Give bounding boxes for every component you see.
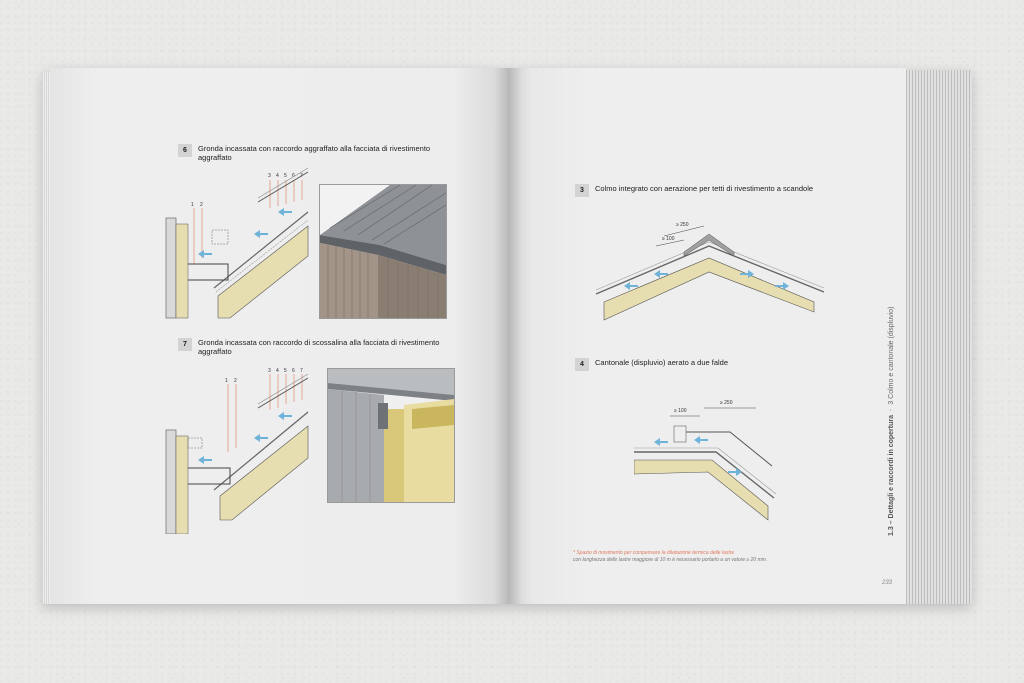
footnote-line-2: con lunghezza delle lastre maggiore di 1… <box>573 557 768 563</box>
callout-4: 4 <box>276 368 279 374</box>
figure-7-render <box>327 368 455 503</box>
open-book: 6 Gronda incassata con raccordo aggraffa… <box>42 68 976 610</box>
callout-1: 1 <box>191 202 194 208</box>
figure-6-number: 6 <box>178 144 192 157</box>
footnote: * Spazio di movimento per compensare la … <box>573 550 767 564</box>
figure-7-title: Gronda incassata con raccordo di scossal… <box>198 338 440 356</box>
chapter-label-light: 3 Colmo e cantonale (displuvio) <box>888 306 895 405</box>
dim-100: ≥ 100 <box>674 408 687 414</box>
callout-1: 1 <box>225 378 228 384</box>
figure-4-number: 4 <box>575 358 589 371</box>
dim-250: ≥ 250 <box>720 400 733 406</box>
figure-7-render-art <box>328 369 454 502</box>
callout-6: 6 <box>292 368 295 374</box>
left-page: 6 Gronda incassata con raccordo aggraffa… <box>50 68 508 604</box>
figure-4-title: Cantonale (displuvio) aerato a due falde <box>595 358 729 367</box>
right-page-edges <box>906 70 972 604</box>
figure-6-header: 6 Gronda incassata con raccordo aggraffa… <box>178 144 450 162</box>
chapter-label-bold: 1.3 – Dettagli e raccordi in copertura <box>888 415 895 536</box>
callout-4: 4 <box>276 173 279 179</box>
figure-6-render-art <box>320 185 446 318</box>
figure-4-header: 4 Cantonale (displuvio) aerato a due fal… <box>575 358 875 371</box>
figure-3-header: 3 Colmo integrato con aerazione per tett… <box>575 184 875 197</box>
footnote-line-1: * Spazio di movimento per compensare la … <box>573 550 735 556</box>
figure-7-drawing: 1 2 3 4 5 6 7 <box>165 368 309 534</box>
figure-6-drawing: 1 2 3 4 5 6 7 <box>165 168 309 319</box>
dim-250: ≥ 250 <box>676 222 689 228</box>
callout-2: 2 <box>200 202 203 208</box>
right-page: 3 Colmo integrato con aerazione per tett… <box>508 68 906 604</box>
callout-6: 6 <box>292 173 295 179</box>
callout-3: 3 <box>268 368 271 374</box>
figure-3-number: 3 <box>575 184 589 197</box>
callout-7: 7 <box>300 368 303 374</box>
figure-3-drawing: ≥ 250 ≥ 100 <box>595 222 825 321</box>
callout-2: 2 <box>234 378 237 384</box>
figure-6-render <box>319 184 447 319</box>
chapter-side-label: 1.3 – Dettagli e raccordi in copertura-3… <box>888 306 895 536</box>
figure-4-drawing: ≥ 250 ≥ 100 <box>634 400 777 521</box>
figure-7-header: 7 Gronda incassata con raccordo di scoss… <box>178 338 450 356</box>
figure-3-title: Colmo integrato con aerazione per tetti … <box>595 184 814 193</box>
left-page-edges <box>42 72 52 604</box>
callout-5: 5 <box>284 368 287 374</box>
figure-7-number: 7 <box>178 338 192 351</box>
dim-100: ≥ 100 <box>662 236 675 242</box>
callout-5: 5 <box>284 173 287 179</box>
figure-6-title: Gronda incassata con raccordo aggraffato… <box>198 144 431 162</box>
callout-3: 3 <box>268 173 271 179</box>
page-number: 233 <box>882 580 893 586</box>
